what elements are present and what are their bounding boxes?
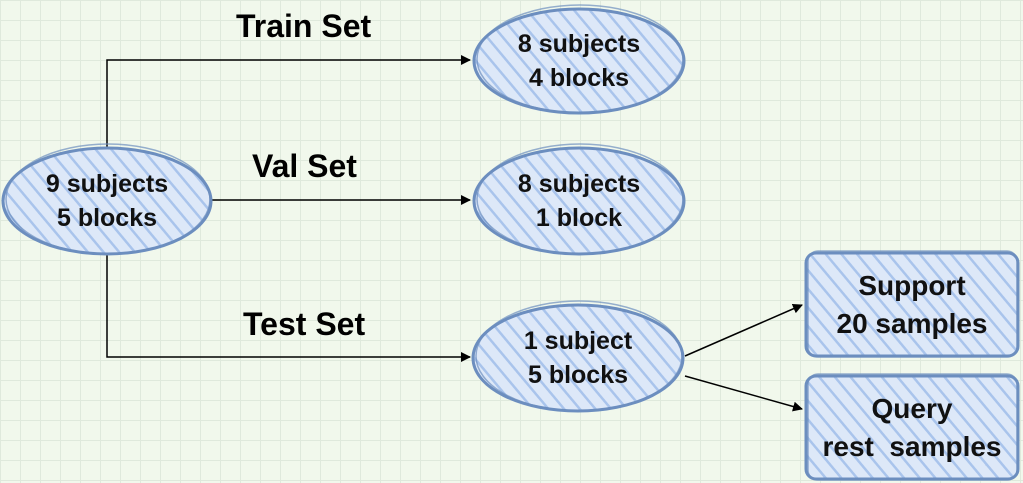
node-val-text: 8 subjects 1 block [474,148,684,254]
test-set-label: Test Set [243,306,366,342]
node-test-line1: 1 subject [523,327,633,355]
node-support-text: Support 20 samples [806,253,1018,356]
node-query-line2: rest samples [822,430,1002,462]
node-test-line2: 5 blocks [527,361,629,389]
train-set-label: Train Set [236,8,372,44]
node-query-sketch [807,373,1018,481]
node-train-line2: 4 blocks [528,64,630,92]
node-test-text: 1 subject 5 blocks [473,305,683,411]
node-train-text: 8 subjects 4 blocks [474,9,684,113]
node-train-line1: 8 subjects [517,30,641,58]
node-val-sketch [476,143,684,255]
edge-support [684,304,803,357]
node-val-line1: 8 subjects [517,170,641,198]
node-query-text: Query rest samples [806,376,1018,479]
edge-test [106,255,471,362]
node-support-line2: 20 samples [836,307,988,339]
node-source-line1: 9 subjects [45,170,169,198]
node-query [804,374,1020,481]
node-query-line1: Query [871,392,953,424]
node-train-sketch [476,4,684,114]
node-support [804,251,1020,358]
node-support-sketch [807,250,1018,358]
node-val-line2: 1 block [535,204,623,232]
node-source-text: 9 subjects 5 blocks [3,148,211,254]
edge-train [106,55,471,148]
node-source-sketch [5,143,211,255]
edge-query [684,375,803,412]
val-set-label: Val Set [252,148,357,184]
node-support-line1: Support [858,269,966,301]
node-source-line2: 5 blocks [56,204,158,232]
node-test-sketch [475,300,683,412]
